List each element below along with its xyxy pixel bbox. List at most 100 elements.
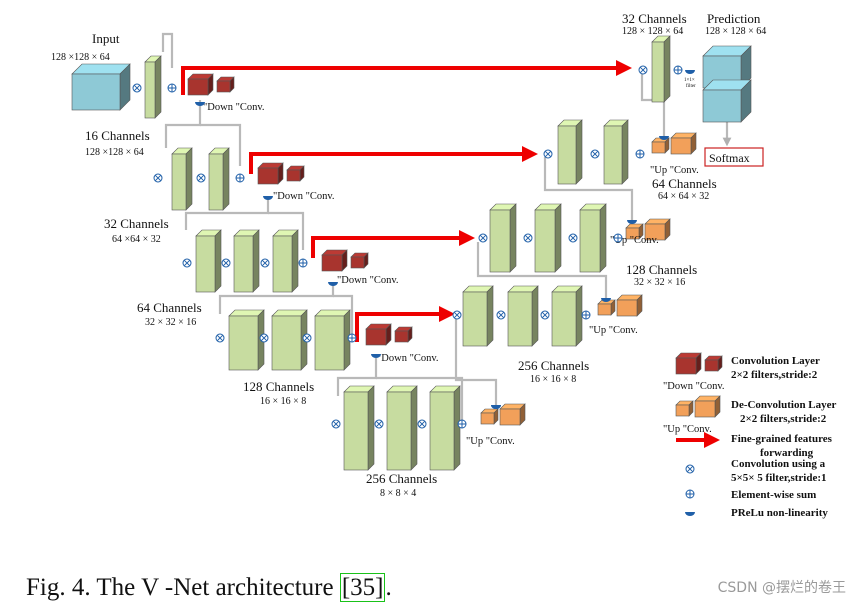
input-volume [71, 63, 131, 111]
encoder-stage2-block-1 [171, 147, 193, 211]
conv-op-icon-15 [417, 419, 427, 429]
up-conv-2-small [597, 299, 616, 316]
conv-op-icon-25 [543, 149, 553, 159]
legend-deconv-layer-line1: De-Convolution Layer [731, 399, 837, 411]
stage-e64-dims: 32 × 32 × 16 [145, 317, 196, 328]
decoder-up-line-2 [476, 242, 608, 308]
encoder-drop-line-3 [218, 282, 335, 314]
legend-conv5-line2: 5×5× 5 filter,stride:1 [731, 472, 827, 484]
stage-e128-dims: 16 × 16 × 8 [260, 396, 306, 407]
legend-down-conv-label: "Down "Conv. [663, 381, 725, 392]
caption-reference-link[interactable]: [35] [339, 573, 386, 602]
up-conv-4-small [651, 137, 670, 154]
encoder-drop-line-1 [164, 100, 202, 148]
sum-op-icon-24 [613, 233, 623, 243]
legend-conv5-line1: Convolution using a [731, 458, 826, 470]
conv-op-icon-5 [182, 258, 192, 268]
sum-op-icon-12 [347, 333, 357, 343]
input-dims: 128 ×128 × 64 [51, 52, 110, 63]
down-conv-3-big [321, 249, 348, 272]
legend-prelu-label: PReLu non-linearity [731, 507, 828, 519]
prelu-icon-7 [659, 136, 669, 140]
down-conv-label-3: "Down "Conv. [337, 275, 399, 286]
decoder-256-block-1 [462, 285, 494, 347]
encoder-stage1-block [144, 55, 162, 119]
encoder-stage3-block-3 [272, 229, 299, 293]
decoder-64-block-2 [603, 119, 629, 185]
legend-sum-label: Element-wise sum [731, 489, 816, 501]
legend-sum-op-icon [685, 489, 695, 499]
decoder-128-block-2 [534, 203, 562, 273]
stage-e64-channels: 64 Channels [137, 300, 202, 315]
conv-op-icon-7 [260, 258, 270, 268]
bottleneck-block-3 [429, 385, 461, 471]
conv-op-icon-13 [331, 419, 341, 429]
prelu-icon-3 [371, 354, 381, 358]
bottleneck-block-1 [343, 385, 375, 471]
conv-op-icon-9 [215, 333, 225, 343]
decoder-128-block-3 [579, 203, 607, 273]
decoder-up-line-1 [454, 318, 498, 420]
legend-conv-op-icon [685, 464, 695, 474]
stage-d256-channels: 256 Channels [518, 358, 589, 373]
encoder-residual-line-1 [200, 123, 242, 166]
prelu-icon-0 [195, 102, 205, 106]
down-conv-1-small [216, 76, 235, 93]
diagram-labels: Input 128 ×128 × 64 Prediction 128 × 128… [51, 11, 837, 519]
prelu-icon-6 [627, 220, 637, 224]
conv-op-icon-6 [221, 258, 231, 268]
sum-op-icon-29 [673, 65, 683, 75]
kernel-note-line2: filter [686, 84, 696, 89]
legend-up-conv-icon-small [675, 400, 694, 417]
conv-op-icon-2 [153, 173, 163, 183]
caption-suffix: . [385, 574, 392, 601]
legend-down-conv-icon-small [704, 355, 723, 372]
legend-up-conv-label: "Up "Conv. [663, 424, 712, 435]
sum-op-icon-27 [635, 149, 645, 159]
encoder-residual-line-3 [333, 294, 354, 335]
prelu-icon-9 [491, 405, 501, 409]
stage-e16-channels: 16 Channels [85, 128, 150, 143]
caption-prefix: Fig. 4. The V -Net architecture [26, 574, 340, 601]
encoder-stage3-block-2 [233, 229, 260, 293]
down-conv-label-4: "Down "Conv. [377, 353, 439, 364]
prediction-label: Prediction [707, 11, 761, 26]
legend-prelu-icon [685, 512, 695, 516]
stage-d256-dims: 16 × 16 × 8 [530, 374, 576, 385]
encoder-drop-line-2 [184, 196, 270, 230]
up-conv-label-3: "Up "Conv. [610, 235, 659, 246]
conv-op-icon-26 [590, 149, 600, 159]
stage-b256-channels: 256 Channels [366, 471, 437, 486]
legend-conv-layer-line2: 2×2 filters,stride:2 [731, 369, 818, 381]
encoder-stage3-block-1 [195, 229, 222, 293]
up-conv-label-4: "Up "Conv. [650, 165, 699, 176]
prediction-volume-bottom [702, 79, 752, 123]
decoder-256-block-3 [551, 285, 583, 347]
down-conv-label-1: "Down "Conv. [203, 102, 265, 113]
decoder-32-block [651, 35, 671, 103]
conv-op-icon-10 [259, 333, 269, 343]
stage-e128-channels: 128 Channels [243, 379, 314, 394]
prelu-icon-5 [601, 298, 611, 302]
up-conv-label-2: "Up "Conv. [589, 325, 638, 336]
forward-arrow-level-4 [355, 306, 455, 342]
diagram-shapes: "Down "Conv. "Down "Conv. "Down "Conv. "Dow… [71, 35, 764, 516]
encoder-stage4-block-1 [228, 309, 265, 371]
watermark: CSDN @摆烂的卷王 [717, 580, 846, 596]
legend-deconv-layer-line2: 2×2 filters,stride:2 [740, 413, 827, 425]
decoder-256-block-2 [507, 285, 539, 347]
up-conv-4-big [670, 132, 697, 155]
encoder-stage4-block-2 [271, 309, 308, 371]
softmax-box [704, 147, 764, 167]
down-conv-3-small [350, 252, 369, 269]
down-conv-4-big [365, 323, 392, 346]
stage-b256-dims: 8 × 8 × 4 [380, 488, 416, 499]
stage-e16-dims: 128 ×128 × 64 [85, 147, 144, 158]
legend-conv-layer-line1: Convolution Layer [731, 355, 820, 367]
prelu-icon-2 [328, 282, 338, 286]
stage-d64-channels: 64 Channels [652, 176, 717, 191]
up-conv-label-1: "Up "Conv. [466, 436, 515, 447]
down-conv-1-big [187, 73, 214, 96]
legend-fine-grained-line2: forwarding [760, 447, 814, 459]
up-conv-1-big [499, 403, 526, 426]
